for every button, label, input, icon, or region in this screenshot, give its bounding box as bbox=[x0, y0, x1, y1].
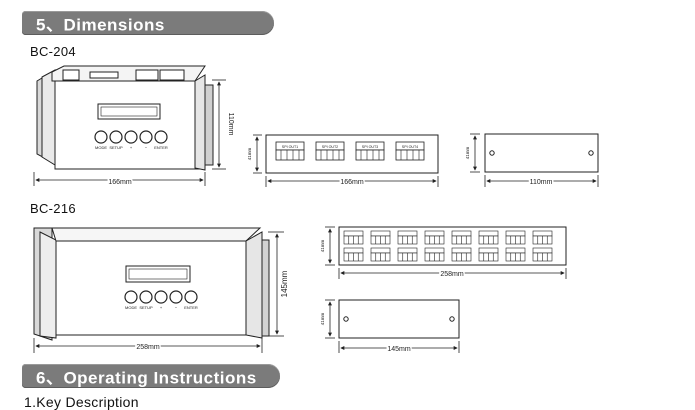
bc204-front-view bbox=[36, 65, 214, 171]
connector-header bbox=[451, 247, 472, 254]
bc216-key-label: ENTER bbox=[184, 305, 198, 310]
bc204-key-label: SETUP bbox=[109, 145, 123, 150]
bc216-key-plus bbox=[154, 290, 168, 304]
bc216-side-height: 41mm bbox=[320, 240, 325, 253]
bc216-key-label: − bbox=[175, 305, 178, 310]
bc204-key-enter bbox=[154, 130, 168, 144]
connector-header bbox=[343, 247, 364, 254]
bc216-key-mode bbox=[124, 290, 138, 304]
bc204-back-height: 41mm bbox=[465, 147, 470, 160]
mounting-screw-icon bbox=[489, 150, 495, 156]
section-dimensions-banner: 5、Dimensions bbox=[22, 11, 274, 35]
bc216-back-width: 145mm bbox=[387, 346, 411, 353]
bc204-key-label: MODE bbox=[95, 145, 107, 150]
bc204-key-label: − bbox=[145, 145, 148, 150]
bc204-key-setup bbox=[109, 130, 123, 144]
connector-header bbox=[505, 230, 526, 237]
bc216-front-width: 258mm bbox=[136, 344, 160, 351]
connector-header bbox=[397, 230, 418, 237]
mounting-screw-icon bbox=[343, 316, 349, 322]
bc216-key-label: + bbox=[160, 305, 163, 310]
bc204-port-label: SPI OUT2 bbox=[322, 145, 338, 149]
model-label-bc204: BC-204 bbox=[30, 44, 76, 59]
connector-header bbox=[532, 230, 553, 237]
bc204-front-width: 166mm bbox=[108, 179, 132, 186]
bc204-port-label: SPI OUT1 bbox=[282, 145, 298, 149]
connector-header bbox=[343, 230, 364, 237]
connector-header bbox=[451, 230, 472, 237]
bc216-back-height: 41mm bbox=[320, 313, 325, 326]
bc216-side-width: 258mm bbox=[440, 271, 464, 278]
section-operating-title: 6、Operating Instructions bbox=[36, 368, 257, 388]
bc204-front-height: 110mm bbox=[227, 113, 234, 136]
section-operating-banner: 6、Operating Instructions bbox=[22, 364, 280, 388]
bc204-port-label: SPI OUT3 bbox=[362, 145, 378, 149]
key-description-heading: 1.Key Description bbox=[24, 394, 139, 410]
bc204-side-height: 41mm bbox=[247, 148, 252, 161]
bc216-key-label: MODE bbox=[125, 305, 137, 310]
bc204-back-view bbox=[484, 133, 599, 173]
bc216-keypad bbox=[124, 290, 198, 304]
connector-header bbox=[505, 247, 526, 254]
bc204-key-label: + bbox=[130, 145, 133, 150]
bc204-key-mode bbox=[94, 130, 108, 144]
connector-header bbox=[478, 230, 499, 237]
bc216-key-minus bbox=[169, 290, 183, 304]
mounting-screw-icon bbox=[449, 316, 455, 322]
connector-header bbox=[370, 247, 391, 254]
bc216-front-view bbox=[33, 227, 270, 341]
bc216-front-height: 145mm bbox=[280, 270, 289, 297]
connector-header bbox=[424, 247, 445, 254]
model-label-bc216: BC-216 bbox=[30, 201, 76, 216]
bc204-key-label: ENTER bbox=[154, 145, 168, 150]
bc216-back-view bbox=[338, 299, 460, 339]
bc204-key-plus bbox=[124, 130, 138, 144]
connector-header bbox=[478, 247, 499, 254]
bc204-side-width: 166mm bbox=[340, 179, 364, 186]
bc216-key-label: SETUP bbox=[139, 305, 153, 310]
connector-header bbox=[424, 230, 445, 237]
connector-header bbox=[397, 247, 418, 254]
section-dimensions-title: 5、Dimensions bbox=[36, 15, 165, 35]
bc216-key-setup bbox=[139, 290, 153, 304]
bc204-keypad bbox=[94, 130, 168, 144]
bc204-back-width: 110mm bbox=[530, 179, 553, 186]
connector-header bbox=[532, 247, 553, 254]
mounting-screw-icon bbox=[588, 150, 594, 156]
bc204-key-minus bbox=[139, 130, 153, 144]
bc216-key-enter bbox=[184, 290, 198, 304]
bc204-port-label: SPI OUT4 bbox=[402, 145, 418, 149]
connector-header bbox=[370, 230, 391, 237]
